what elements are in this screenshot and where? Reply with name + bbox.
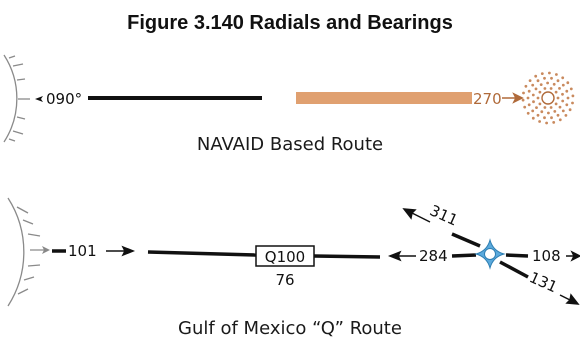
inbound-arrow-icon [387,250,416,262]
ndb-dot [531,83,535,87]
ndb-dot [554,90,558,94]
q-route-caption: Gulf of Mexico “Q” Route [178,318,402,339]
ndb-dot [571,101,574,105]
ndb-dot [531,93,535,97]
ndb-dot [553,110,557,113]
ndb-dot [552,121,556,124]
navaid-route-caption: NAVAID Based Route [197,134,383,155]
ndb-dot [550,76,553,80]
ndb-dot [565,89,569,93]
ndb-dot [556,79,560,83]
radial-label: 090° [46,90,82,108]
ndb-dot [561,92,564,96]
ndb-dot [552,82,556,86]
ndb-dot [534,87,538,91]
q-route-line-left [147,250,257,257]
ndb-dot [566,81,570,85]
ndb-dot [526,96,530,100]
course-out-arrow-icon [106,245,136,257]
ndb-dot [538,120,541,123]
ndb-dot [543,116,546,120]
upper-leg-arrow-icon [402,208,431,223]
ndb-dot [539,83,543,86]
ndb-dot [549,87,553,90]
ndb-dot [561,76,565,80]
q-route-line-right [313,254,381,259]
ndb-dot [536,79,540,83]
outbound-arrow-icon [566,250,580,262]
ndb-dot [545,121,548,125]
ndb-dot [531,116,535,120]
ndb-dot [555,73,558,76]
ndb-dot [532,100,535,104]
upper-leg-line [451,232,481,248]
ndb-dot [543,76,546,80]
ndb-dot [527,103,531,107]
ndb-dot [540,110,544,114]
ndb-dot [558,87,561,90]
q-route-panel: 101 Q100 76 284 108 311 131 Gulf of Mexi… [7,197,580,339]
ndb-dot [531,109,535,113]
ndb-dot [543,106,547,109]
ndb-dot-circle-icon [521,71,575,125]
course-out-label: 101 [68,242,97,260]
ndb-dot [524,84,528,88]
bearing-label: 270 [473,90,502,108]
ndb-dot [538,102,542,106]
outbound-stub-line [505,253,529,258]
ndb-dot [549,106,553,109]
ndb-dot [564,114,568,117]
ndb-dot [528,79,532,82]
ndb-dot [556,96,560,100]
ndb-dot [550,116,553,120]
inbound-stub-line [451,253,477,258]
ndb-dot [561,99,565,103]
ndb-dot [566,96,570,100]
rnav-waypoint-star-icon [474,238,506,270]
ndb-dot [523,105,527,109]
outbound-label: 108 [532,247,561,265]
compass-rose-arc-icon [3,54,30,143]
inbound-label: 284 [419,247,448,265]
ndb-dot [536,96,540,100]
ndb-dot [548,71,551,75]
bearing-arrow-icon [502,92,524,104]
ndb-dot [565,103,569,107]
ndb-dot [538,90,542,94]
ndb-dot [543,87,547,90]
navaid-route-panel: 090° 270 NAVAID Based Route [3,54,575,155]
ndb-dot [535,106,538,109]
ndb-dot [571,94,575,98]
ndb-dot [561,83,565,87]
ndb-dot [521,98,525,102]
ndb-dot [558,105,562,109]
ndb-dot [526,111,530,115]
ndb-dot [547,111,550,115]
ndb-dot [556,113,560,117]
ndb-dot [558,118,562,122]
ndb-dot [568,108,572,112]
ndb-center-circle [541,91,555,105]
ndb-dot [522,91,525,95]
compass-rose-arc-icon [7,197,48,307]
ndb-dot [540,72,544,75]
ndb-dot [534,74,538,78]
course-arrow-icon [42,246,50,254]
lower-leg-line [499,260,529,279]
route-box-label: Q100 [265,248,305,266]
ndb-dot [554,102,558,106]
ndb-dot [536,113,540,117]
figure-title: Figure 3.140 Radials and Bearings [127,12,453,34]
ndb-dot [527,89,531,93]
radial-arrow-icon [35,96,43,102]
upper-leg-label: 311 [427,201,460,229]
ndb-dot [561,109,565,113]
mea-label: 76 [275,271,294,289]
ndb-dot [546,81,549,85]
lower-leg-arrow-icon [559,293,580,305]
lower-leg-label: 131 [527,268,560,296]
bearing-bar [296,92,472,104]
ndb-dot [569,87,573,91]
